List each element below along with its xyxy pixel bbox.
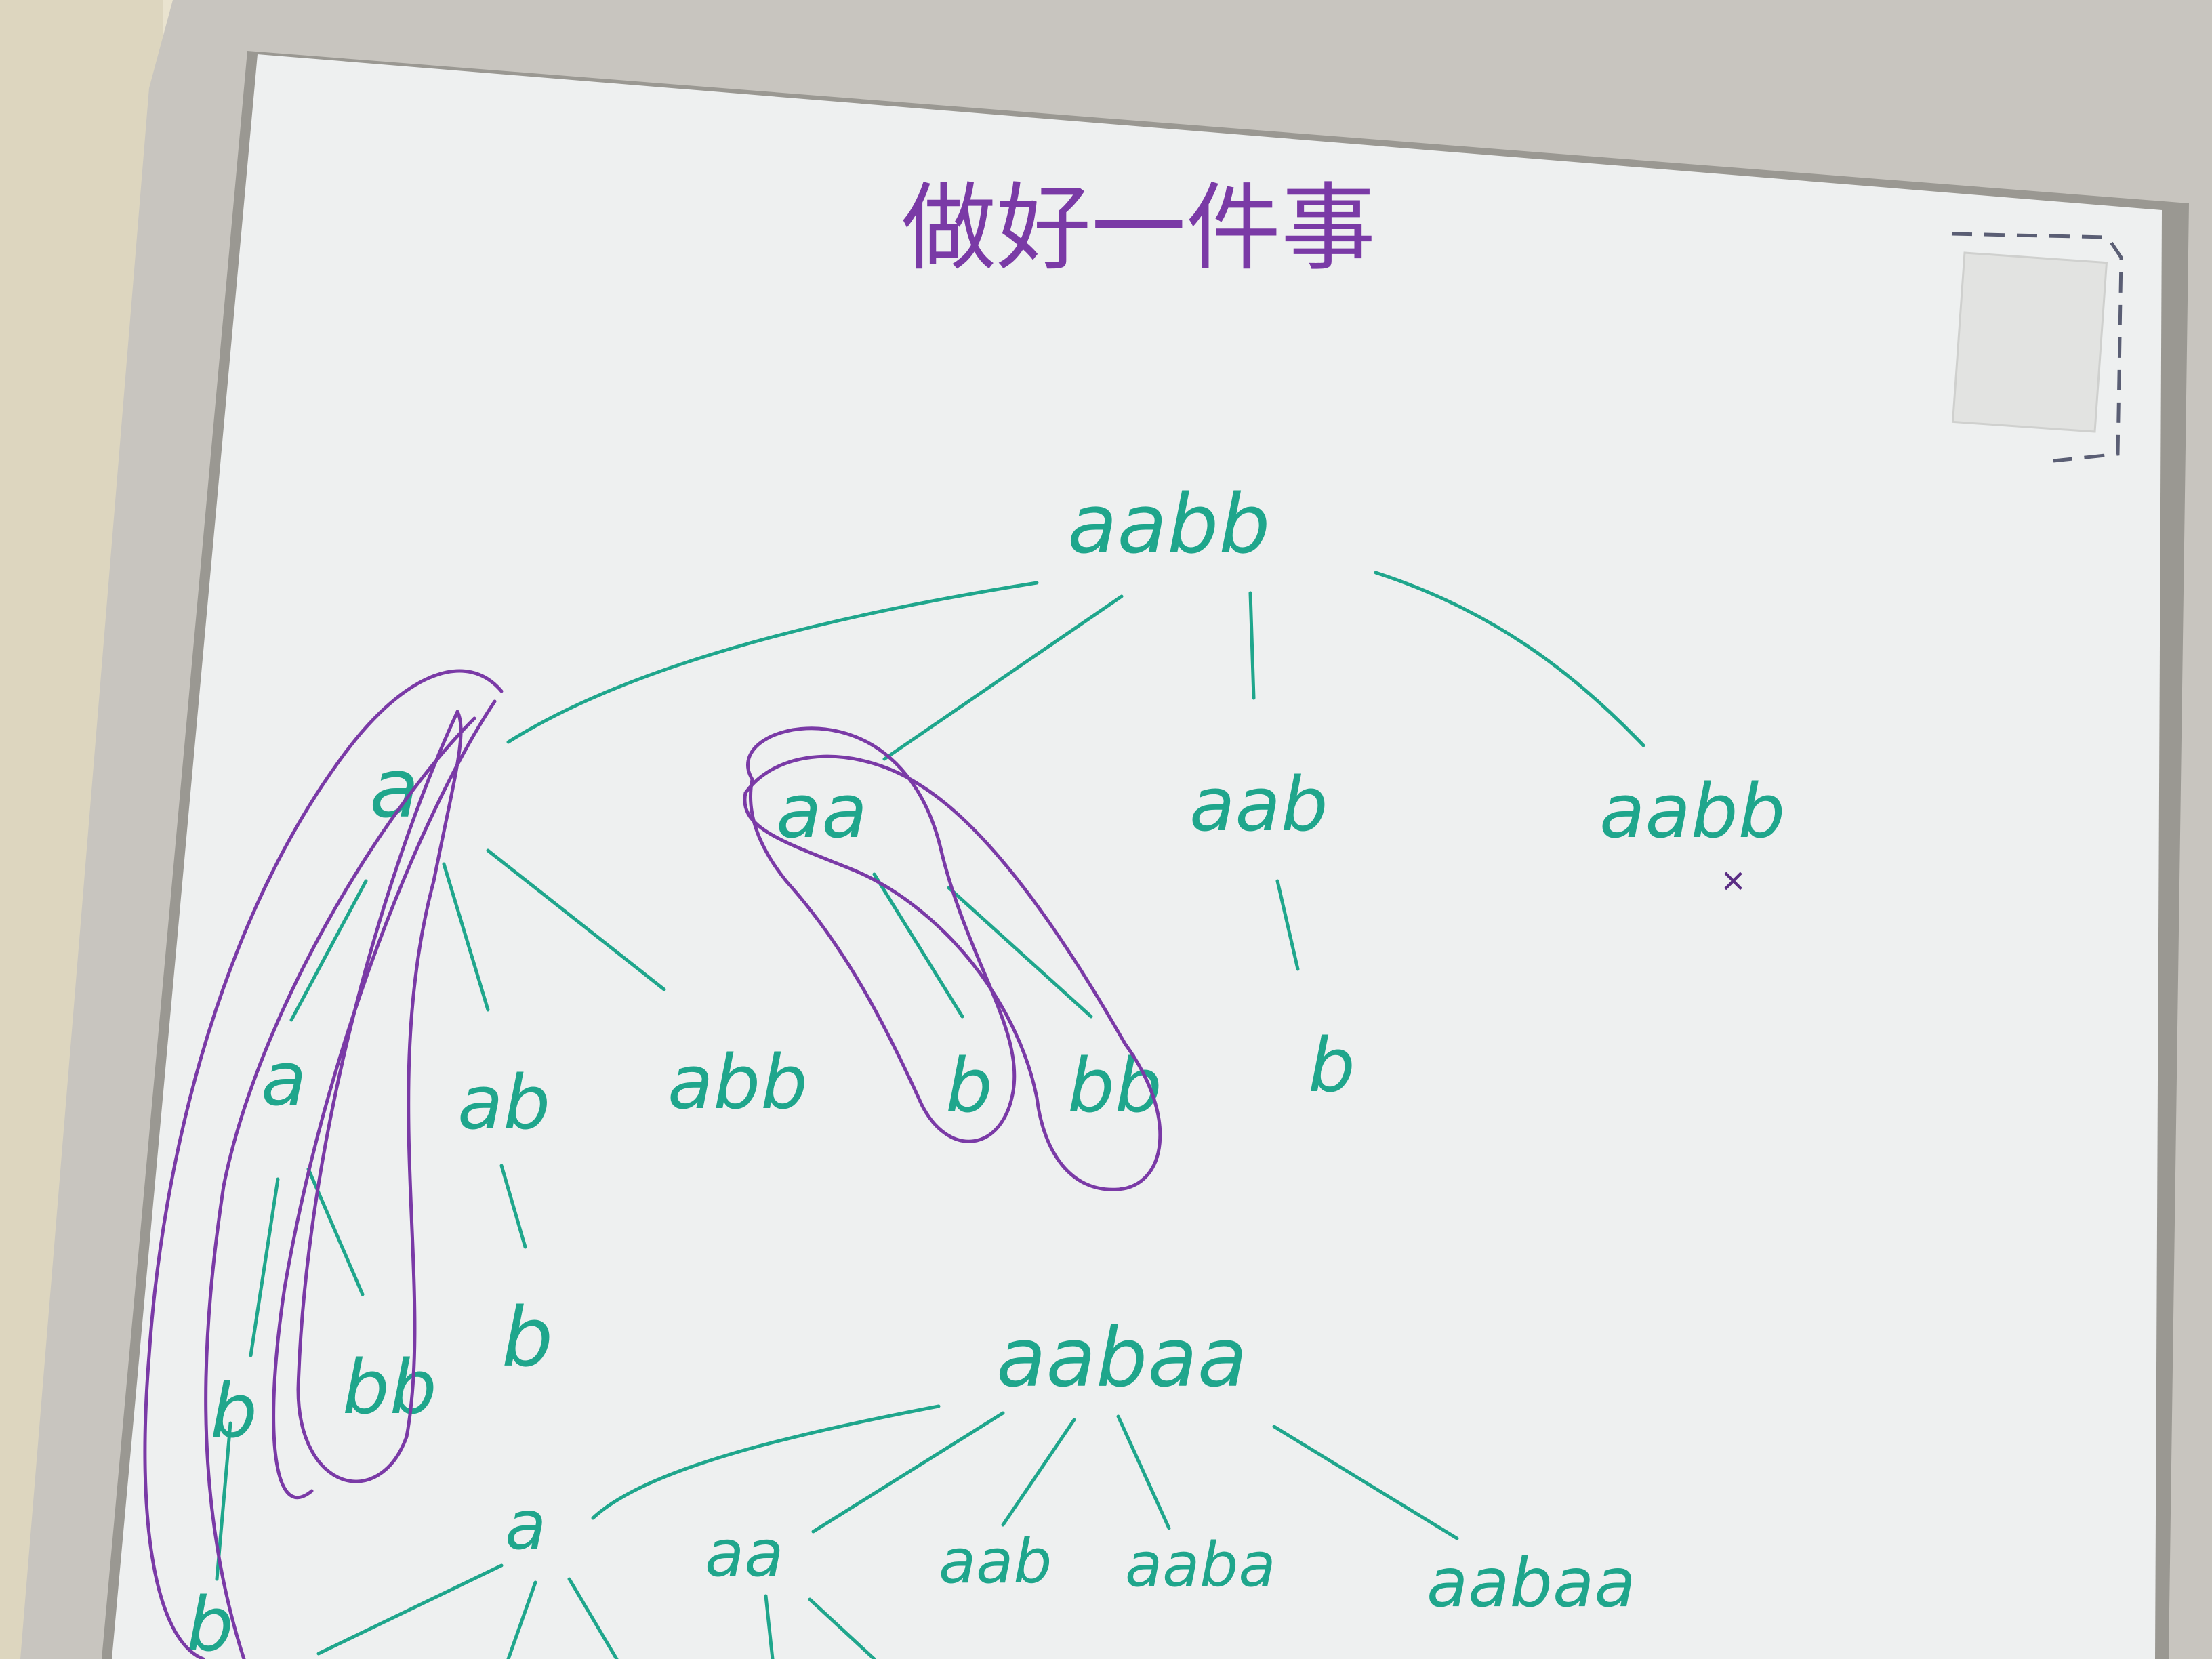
loop-aa-bb	[743, 754, 1162, 1191]
tree1-node-aabb: aabb	[1599, 768, 1785, 855]
tree1-node-abb: abb	[668, 1039, 808, 1126]
tree1-node-a: a	[369, 742, 419, 836]
tree1-node-aab-b: b	[1308, 1022, 1355, 1109]
tree2-node-aab: aab	[939, 1526, 1052, 1597]
tree1-node-a-a: a	[261, 1036, 306, 1122]
tree1-node-ab: ab	[457, 1059, 550, 1146]
tree1-node-aa: aa	[776, 768, 867, 855]
dashed-outline	[1951, 232, 2123, 463]
tree1-node-aa-bb: bb	[1067, 1042, 1162, 1129]
tree1-root: aabb	[1067, 478, 1270, 572]
tree2-node-a: a	[505, 1486, 546, 1565]
sticky-tape	[1951, 251, 2108, 433]
tree2-root: aabaa	[996, 1311, 1247, 1406]
tree2-node-aabaa: aabaa	[1427, 1543, 1636, 1622]
loop-aa-b	[746, 726, 1017, 1143]
loop-tall-outer	[143, 669, 504, 1659]
purple-loops	[143, 669, 1162, 1659]
loop-mid	[296, 710, 463, 1483]
tree1-node-aa-b-deep: b	[210, 1368, 258, 1454]
tree1-mark: ×	[1721, 858, 1745, 903]
loop-tall-inner	[272, 699, 497, 1500]
tree2-node-aaba: aaba	[1125, 1530, 1276, 1601]
tree1-node-aab: aab	[1189, 761, 1328, 848]
tree2-node-aa: aa	[705, 1517, 783, 1591]
loop-left	[204, 716, 476, 1659]
tree1-node-aa-bb-deep: bb	[342, 1344, 437, 1431]
whiteboard-surface	[112, 54, 2162, 1659]
tree1-edges	[215, 571, 1645, 1581]
tree2-edges	[316, 1404, 1459, 1659]
tree1-node-aa-b: b	[945, 1042, 993, 1129]
board-title: 做好一件事	[901, 173, 1376, 284]
tree1-node-ab-b: b	[501, 1291, 553, 1385]
